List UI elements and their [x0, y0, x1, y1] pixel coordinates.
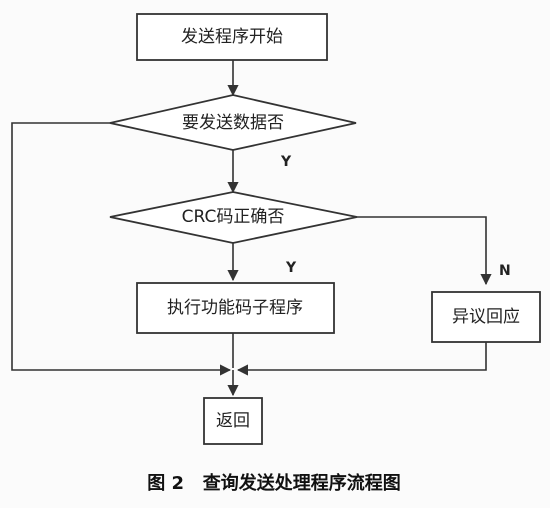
edge-check-send-no-loop: [11, 122, 232, 376]
edge-label-no-crc: N: [499, 263, 511, 279]
figure-caption: 图 2 查询发送处理程序流程图: [147, 472, 401, 494]
check-send-decision: [109, 94, 357, 151]
check-send-label: 要发送数据否: [182, 113, 284, 133]
exec-func-box: [136, 282, 335, 334]
exec-func-label: 执行功能码子程序: [167, 298, 303, 318]
edge-check-crc-no-to-exception: [357, 216, 492, 286]
start-box: [136, 13, 328, 61]
check-crc-label: CRC码正确否: [182, 207, 285, 227]
exception-label: 异议回应: [452, 307, 520, 327]
return-box: [203, 397, 263, 445]
exception-box: [431, 291, 541, 343]
edge-label-yes-send: Y: [280, 154, 292, 170]
edge-label-yes-crc: Y: [285, 260, 297, 276]
edge-exception-to-merge: [236, 342, 487, 376]
start-label: 发送程序开始: [181, 27, 283, 47]
check-crc-decision: [109, 191, 358, 244]
return-label: 返回: [216, 411, 250, 431]
